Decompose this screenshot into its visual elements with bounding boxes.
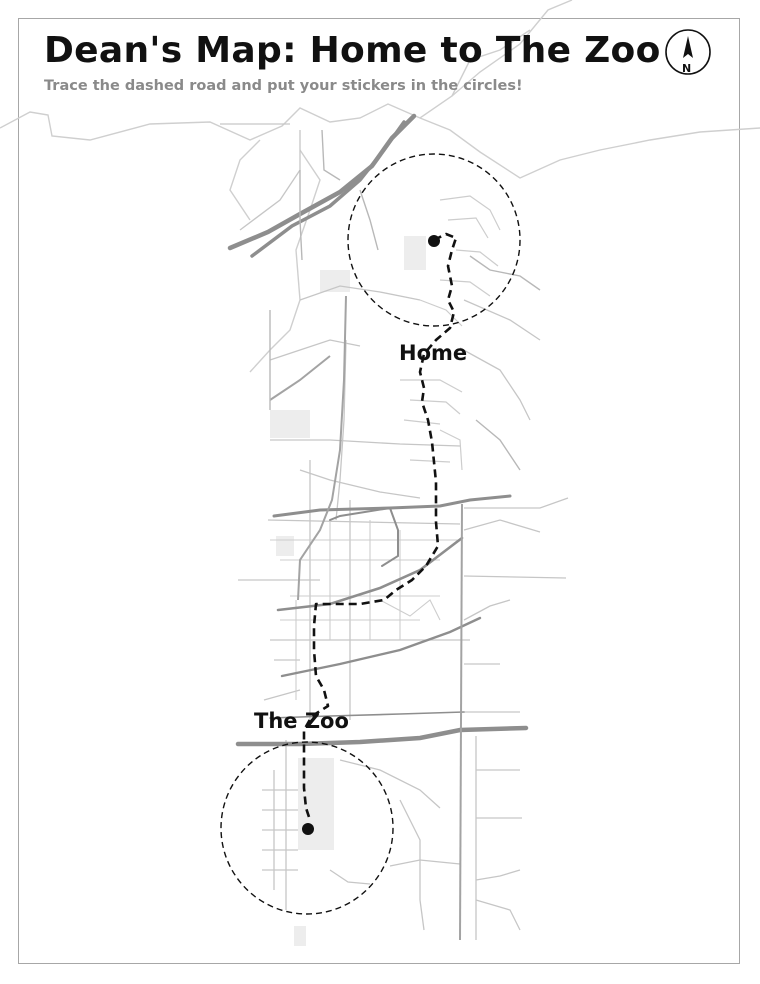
creek xyxy=(249,149,321,373)
road xyxy=(463,575,567,579)
road xyxy=(269,711,465,719)
map-title: Dean's Map: Home to The Zoo xyxy=(44,30,661,71)
page-frame xyxy=(18,18,740,964)
road xyxy=(359,189,379,251)
arterial-road xyxy=(459,503,463,941)
road xyxy=(321,129,341,181)
zoo-label: The Zoo xyxy=(254,709,349,733)
road xyxy=(400,379,463,393)
road xyxy=(299,469,421,499)
creek xyxy=(229,139,261,221)
road xyxy=(409,399,461,415)
major-roads xyxy=(227,113,529,747)
road xyxy=(239,130,301,231)
road xyxy=(263,689,301,701)
park-area xyxy=(320,270,350,292)
road xyxy=(269,355,331,401)
zoo-marker xyxy=(302,823,314,835)
road xyxy=(463,519,541,533)
road xyxy=(419,299,463,327)
major-road xyxy=(329,506,399,567)
park-area xyxy=(404,236,426,270)
minor-roads xyxy=(220,123,569,940)
home-marker xyxy=(428,235,440,247)
road xyxy=(403,419,441,425)
park-area xyxy=(294,926,306,946)
river xyxy=(0,0,573,141)
road xyxy=(459,347,531,421)
compass-north-letter: N xyxy=(682,62,692,75)
downtown-streets xyxy=(270,520,460,700)
road xyxy=(329,869,371,885)
major-road xyxy=(280,616,482,678)
route-path xyxy=(302,232,458,821)
road xyxy=(389,859,461,867)
park-area xyxy=(276,536,294,556)
road xyxy=(475,419,521,471)
creek xyxy=(419,117,760,179)
road xyxy=(463,599,511,621)
park-area xyxy=(270,410,310,438)
creek xyxy=(451,29,531,97)
road xyxy=(439,429,463,471)
map-instructions: Trace the dashed road and put your stick… xyxy=(44,78,523,94)
road xyxy=(475,899,521,931)
arterials xyxy=(269,295,463,941)
home-sticker-circle[interactable] xyxy=(347,153,521,327)
road xyxy=(455,249,499,267)
road xyxy=(464,497,569,509)
arterial-road xyxy=(297,295,347,601)
sticker-circles xyxy=(220,153,521,915)
zoo-sticker-circle[interactable] xyxy=(220,741,394,915)
thin-roads xyxy=(269,129,541,471)
road xyxy=(463,299,541,341)
major-road xyxy=(272,494,512,518)
road xyxy=(439,279,491,297)
highway-north-parallel xyxy=(250,120,406,258)
road xyxy=(270,439,461,447)
road xyxy=(399,799,425,931)
road xyxy=(299,285,421,301)
road xyxy=(447,217,489,239)
home-streets xyxy=(400,195,501,471)
highway-south xyxy=(235,725,529,747)
road xyxy=(469,255,541,291)
waterways xyxy=(0,0,760,373)
road xyxy=(379,599,441,621)
road xyxy=(339,759,441,809)
home-label: Home xyxy=(399,341,468,365)
road xyxy=(267,519,461,525)
road xyxy=(475,869,521,881)
road xyxy=(299,170,303,261)
road xyxy=(409,459,451,463)
road xyxy=(439,195,501,231)
major-road xyxy=(276,536,464,612)
north-arrow-icon xyxy=(665,29,711,75)
